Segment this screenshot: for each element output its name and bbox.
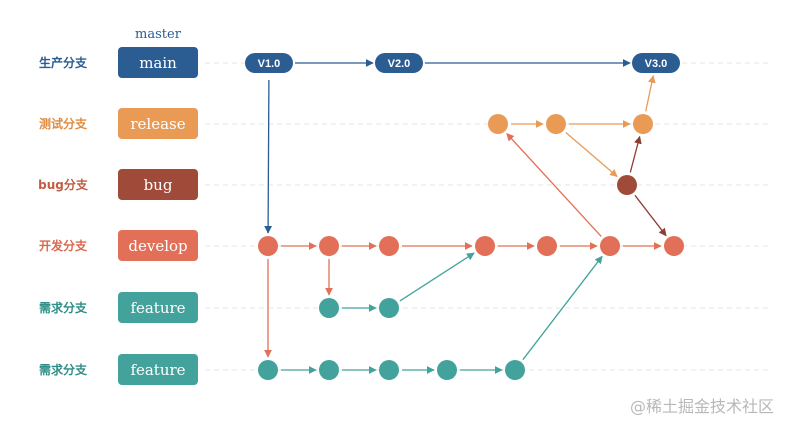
commit-node (319, 236, 339, 256)
commit-node (319, 298, 339, 318)
edge-r2-b1 (565, 131, 618, 178)
branch-box-feature-2: feature (118, 354, 198, 385)
commit-node (664, 236, 684, 256)
commit-node (505, 360, 525, 380)
branch-box-release: release (118, 108, 198, 139)
branch-box-develop: develop (118, 230, 198, 261)
commit-node (319, 360, 339, 380)
version-tag-v2.0: V2.0 (375, 53, 423, 73)
commit-node (379, 236, 399, 256)
commit-node (379, 298, 399, 318)
branch-box-bug: bug (118, 169, 198, 200)
edge-g5-d6 (522, 255, 603, 361)
version-tag-label: V1.0 (258, 58, 281, 70)
version-tag-v1.0: V1.0 (245, 53, 293, 73)
row-label-feature-2: 需求分支 (38, 363, 87, 377)
version-tag-pill (375, 53, 423, 73)
row-label-release: 测试分支 (38, 117, 87, 131)
row-label-feature-1: 需求分支 (38, 301, 87, 315)
edge-b1-r3 (629, 135, 642, 173)
version-tag-label: V3.0 (645, 58, 668, 70)
commit-node (379, 360, 399, 380)
commit-node (546, 114, 566, 134)
commit-node (537, 236, 557, 256)
commit-node (488, 114, 508, 134)
commit-node (633, 114, 653, 134)
version-tag-v3.0: V3.0 (632, 53, 680, 73)
row-label-bug: bug分支 (38, 178, 88, 192)
branch-box-main: main (118, 47, 198, 78)
commit-node (437, 360, 457, 380)
version-tag-pill (245, 53, 293, 73)
version-tag-label: V2.0 (388, 58, 411, 70)
commit-node (617, 175, 637, 195)
row-label-main: 生产分支 (38, 56, 87, 70)
commit-node (258, 360, 278, 380)
edge-f2-d4 (399, 252, 475, 302)
edge-b1-d7 (634, 194, 667, 237)
commit-node (258, 236, 278, 256)
commit-node (475, 236, 495, 256)
edge-d6-r1 (506, 133, 602, 237)
watermark: @稀土掘金技术社区 (629, 397, 774, 416)
master-label: master (135, 27, 181, 42)
version-tag-pill (632, 53, 680, 73)
edge-v1-d1 (264, 79, 273, 234)
branch-box-feature-1: feature (118, 292, 198, 323)
row-label-develop: 开发分支 (38, 239, 87, 253)
commit-node (600, 236, 620, 256)
edge-r3-v3 (645, 74, 656, 112)
